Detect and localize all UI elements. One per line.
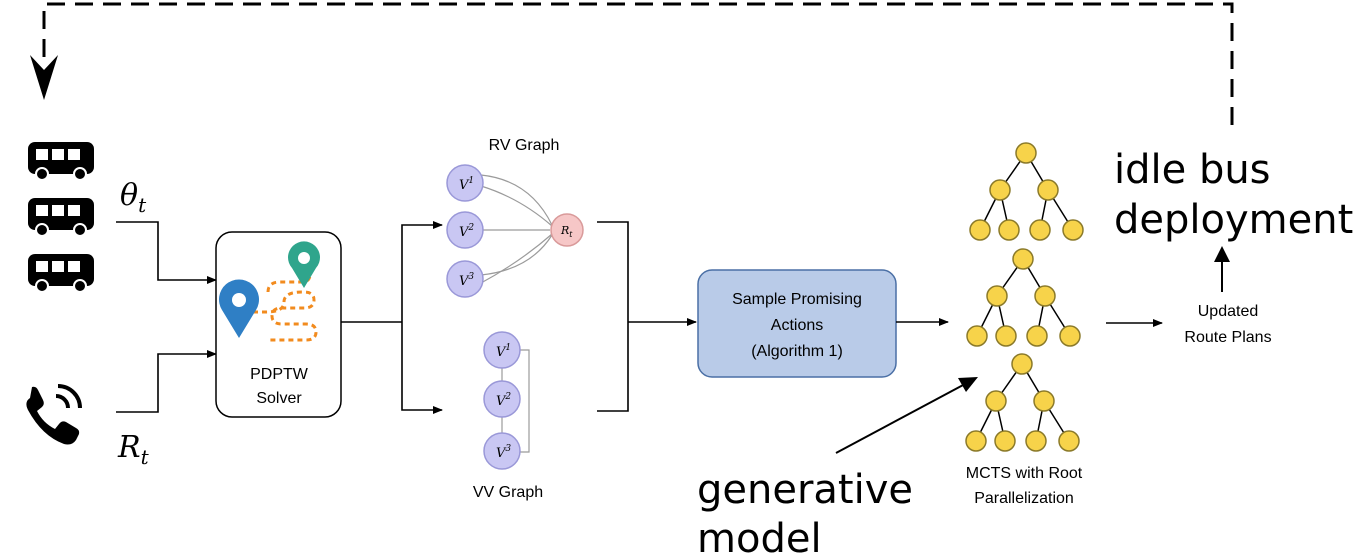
sample-actions-label-1: Sample Promising — [732, 291, 862, 308]
teal-location-pin-icon — [287, 241, 320, 288]
vv-vehicle-label: V3 — [496, 444, 511, 461]
solver-label-1: PDPTW — [250, 366, 309, 383]
idle-bus-label-1: idle bus — [1114, 147, 1271, 193]
vv-vehicle-label: V2 — [496, 392, 511, 409]
theta-wire — [116, 221, 217, 284]
rv-edge — [480, 234, 553, 276]
generative-model-arrowhead — [958, 377, 978, 392]
route-path — [244, 290, 318, 342]
sample-actions-label-2: Actions — [771, 317, 823, 334]
vv-vehicle-node — [483, 380, 521, 418]
theta-label: θt — [120, 178, 147, 217]
output-label-2: Route Plans — [1184, 329, 1271, 346]
solver-label-2: Solver — [256, 390, 302, 407]
generative-model-label-2: model — [697, 516, 822, 555]
blue-location-pin-icon — [219, 279, 259, 338]
generative-model-arrow — [835, 383, 966, 454]
rv-edge — [480, 233, 553, 284]
rv-vehicle-label: V3 — [459, 272, 474, 289]
r-label: Rt — [117, 430, 150, 469]
sample-actions-box — [697, 269, 897, 378]
generative-model-label-1: generative — [697, 467, 913, 513]
mcts-label-1: MCTS with Root — [966, 465, 1083, 482]
mcts-label-2: Parallelization — [974, 490, 1074, 507]
rv-vehicle-node — [446, 164, 484, 202]
vv-vehicle-node — [483, 432, 521, 470]
phone-ringing-icon — [26, 384, 82, 445]
output-label-1: Updated — [1198, 303, 1259, 320]
feedback-loop-line — [42, 2, 1234, 125]
rv-request-label: Rt — [560, 224, 573, 239]
bus-icon — [28, 198, 94, 237]
merge-bracket — [597, 221, 629, 412]
mcts-tree — [965, 353, 1080, 452]
rv-vehicle-node — [446, 211, 484, 249]
vv-edge — [518, 349, 530, 453]
idle-bus-arrowhead — [1214, 246, 1230, 262]
rv-edge — [480, 185, 553, 227]
vv-vehicle-node — [483, 331, 521, 369]
rv-vehicle-node — [446, 260, 484, 298]
rv-graph-title: RV Graph — [489, 137, 560, 154]
rv-vehicle-label: V1 — [459, 176, 474, 193]
mcts-tree — [966, 248, 1081, 347]
to-rv-wire — [401, 221, 443, 322]
bus-icon — [28, 142, 94, 181]
bus-icon — [28, 254, 94, 293]
rv-request-node — [550, 213, 584, 247]
rv-vehicle-label: V2 — [459, 223, 474, 240]
sample-actions-label-3: (Algorithm 1) — [751, 343, 843, 360]
feedback-arrowhead — [30, 55, 58, 100]
vv-graph-title: VV Graph — [473, 484, 543, 501]
to-vv-wire — [401, 322, 443, 414]
vv-vehicle-label: V1 — [496, 343, 511, 360]
rv-edge — [480, 174, 553, 226]
mcts-tree — [969, 142, 1084, 241]
request-wire — [116, 350, 217, 413]
idle-bus-label-2: deployment — [1114, 197, 1353, 243]
